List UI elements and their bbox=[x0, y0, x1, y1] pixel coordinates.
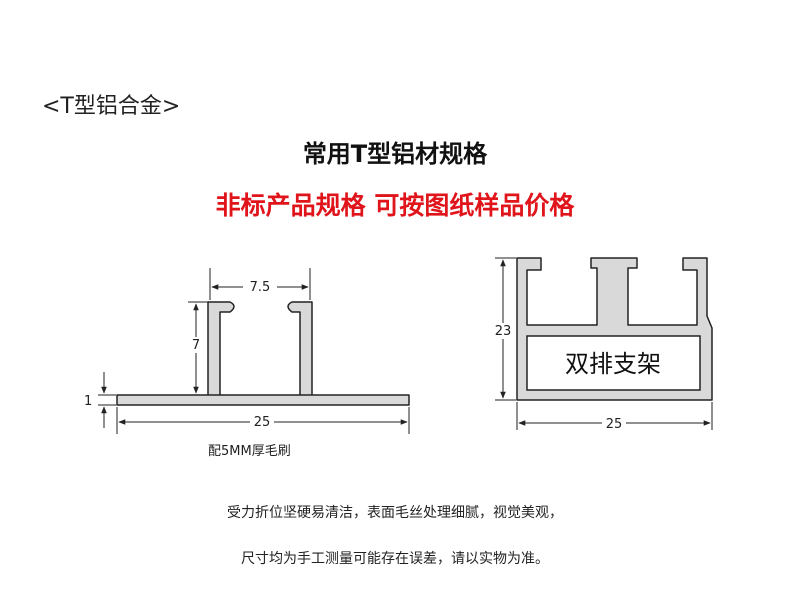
dim-height-right-label: 23 bbox=[495, 324, 512, 339]
t-profile-shape bbox=[116, 301, 410, 406]
dim-thickness-label: 1 bbox=[84, 394, 92, 409]
dim-width-right-label: 25 bbox=[606, 417, 623, 432]
dim-height-right: 23 bbox=[493, 257, 516, 401]
section-tag: <T型铝合金> bbox=[42, 94, 181, 119]
dim-width-right: 25 bbox=[516, 402, 713, 432]
dim-base-width-left: 25 bbox=[116, 407, 410, 434]
dim-thickness: 1 bbox=[84, 372, 116, 428]
dim-base-width-left-label: 25 bbox=[254, 415, 271, 430]
page-subtitle: 非标产品规格 可按图纸样品价格 bbox=[215, 191, 575, 220]
bracket-inner-window bbox=[526, 335, 701, 391]
dim-top-width-label: 7.5 bbox=[250, 280, 271, 295]
dim-top-width: 7.5 bbox=[209, 268, 311, 300]
note-line-1: 受力折位坚硬易清洁，表面毛丝处理细腻，视觉美观， bbox=[227, 505, 563, 521]
bracket-label: 双排支架 bbox=[565, 350, 661, 378]
dim-height-left-label: 7 bbox=[192, 338, 200, 353]
bracket-profile-right: 双排支架 bbox=[516, 257, 713, 401]
brush-caption: 配5MM厚毛刷 bbox=[208, 444, 291, 459]
dim-height-left: 7 bbox=[188, 301, 208, 396]
t-profile-left bbox=[116, 301, 410, 406]
page-title: 常用T型铝材规格 bbox=[302, 140, 488, 168]
note-line-2: 尺寸均为手工测量可能存在误差，请以实物为准。 bbox=[241, 551, 549, 567]
